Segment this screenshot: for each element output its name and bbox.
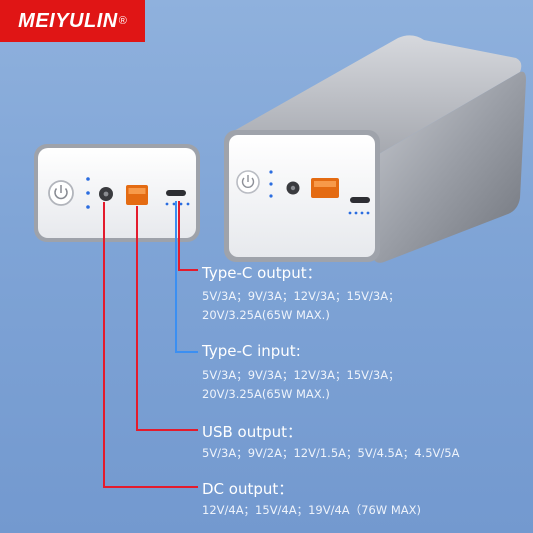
power-button-icon <box>54 185 68 200</box>
callout-line-typec-output <box>178 201 198 271</box>
callout-title-usb-output: USB output： <box>202 423 303 441</box>
brand-reg-mark: ® <box>118 15 127 27</box>
callout-spec-typec-input: 5V/3A；9V/3A；12V/3A；15V/3A； 20V/3.25A(65W… <box>202 366 400 404</box>
spec-line: 12V/4A；15V/4A；19V/4A（76W MAX) <box>202 503 421 517</box>
front-panel <box>229 135 375 257</box>
shell-side-face <box>372 71 526 263</box>
powerbank-3d-view <box>224 35 526 263</box>
usb-c-port <box>350 197 370 203</box>
callout-lines <box>103 201 198 488</box>
callout-spec-typec-output: 5V/3A；9V/3A；12V/3A；15V/3A； 20V/3.25A(65W… <box>202 287 400 325</box>
spec-line: 5V/3A；9V/3A；12V/3A；15V/3A； <box>202 368 400 382</box>
shell-top-face <box>232 35 522 158</box>
spec-line: 5V/3A；9V/3A；12V/3A；15V/3A； <box>202 289 400 303</box>
callout-spec-usb-output: 5V/3A；9V/2A；12V/1.5A；5V/4.5A；4.5V/5A <box>202 444 459 463</box>
spec-line: 5V/3A；9V/2A；12V/1.5A；5V/4.5A；4.5V/5A <box>202 446 460 460</box>
callout-line-typec-input <box>175 201 198 353</box>
callout-line-dc-output <box>103 202 198 488</box>
brand-logo: MEIYULIN® <box>0 0 145 42</box>
power-button-icon <box>241 175 255 188</box>
usb-c-port <box>166 190 186 196</box>
powerbank-front-view <box>34 144 200 242</box>
front-view-panel <box>38 148 196 238</box>
callout-spec-dc-output: 12V/4A；15V/4A；19V/4A（76W MAX) <box>202 501 421 520</box>
callout-line-usb-output <box>136 206 198 431</box>
brand-name: MEIYULIN <box>18 9 118 32</box>
callout-title-dc-output: DC output： <box>202 480 294 498</box>
spec-line: 20V/3.25A(65W MAX.) <box>202 387 330 401</box>
spec-line: 20V/3.25A(65W MAX.) <box>202 308 330 322</box>
callout-title-typec-output: Type-C output： <box>202 264 322 282</box>
led-indicator <box>269 170 273 198</box>
led-indicator <box>86 177 90 209</box>
callout-title-typec-input: Type-C input: <box>202 342 301 360</box>
